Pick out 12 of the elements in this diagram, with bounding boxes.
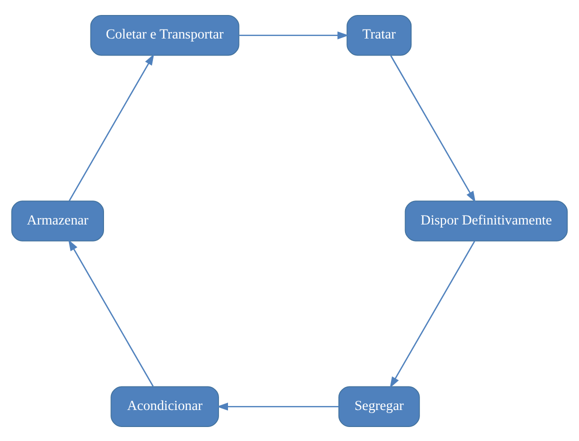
arrow: [239, 30, 349, 39]
node-box: Tratar: [346, 14, 412, 56]
arrow: [68, 238, 154, 386]
arrow: [390, 54, 476, 202]
node-box: Segregar: [338, 386, 420, 426]
arrow: [68, 53, 154, 201]
arrow: [390, 240, 476, 388]
node-box: Armazenar: [11, 200, 104, 241]
node-box: Acondicionar: [110, 386, 219, 426]
node-box: Coletar e Transportar: [90, 14, 240, 56]
node-box: Dispor Definitivamente: [404, 200, 568, 241]
arrow: [216, 402, 339, 410]
